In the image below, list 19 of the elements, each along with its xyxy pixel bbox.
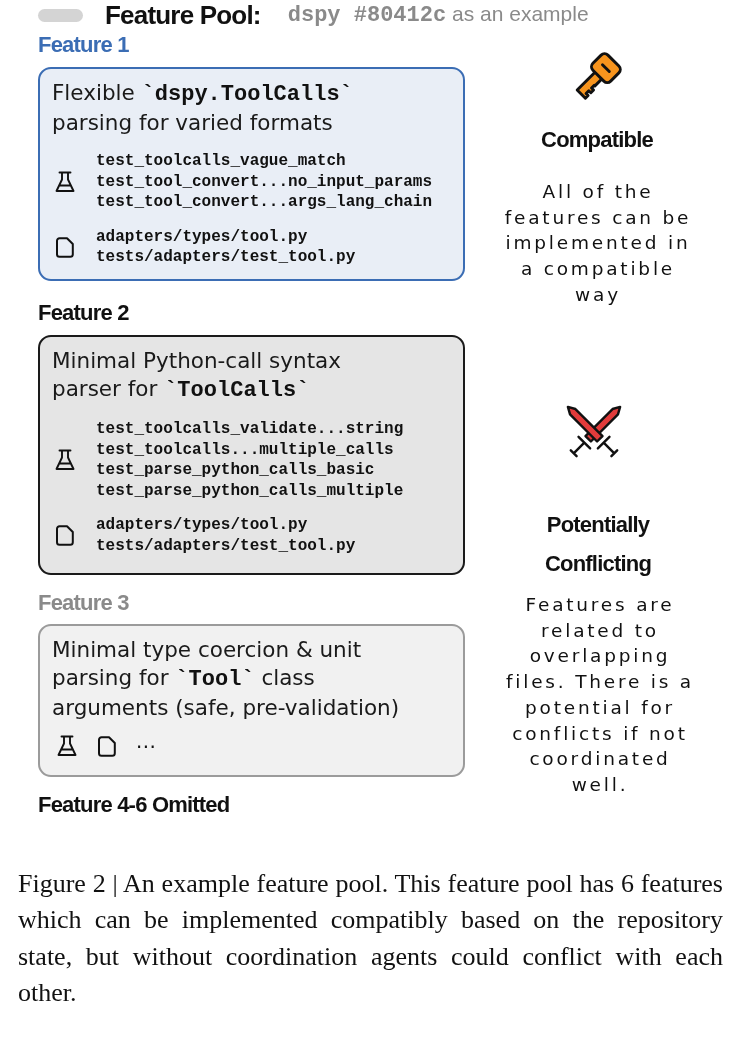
ellipsis: ⋯ [136,734,156,758]
diagram-title: Feature Pool: [105,0,261,30]
feature-description: Minimal Python-call syntax parser for `ToolCalls` [52,347,342,405]
status-heading: Compatible [540,126,654,154]
feature-heading: Feature 1 [38,31,129,59]
feature-heading: Feature 2 [38,299,129,327]
status-description: All of the features can be implemented in a compatible way [503,180,693,307]
feature-description: Flexible `dspy.ToolCalls` parsing for varied formats [52,79,354,137]
status-description: Features are related to overlapping files. There is a potential for conflicts if not coordinated well. [504,593,695,797]
test-list: test_toolcalls_validate...string test_toolcalls...multiple_calls test_parse_python_calls_basic test_parse_python_calls_multiple [96,419,404,501]
test-list: test_toolcalls_vague_match test_tool_convert...no_input_params test_tool_convert...args_lang_chain [96,151,433,213]
status-heading: Potentially Conflicting [543,511,653,578]
file-list: adapters/types/tool.py tests/adapters/test_tool.py [96,226,356,268]
omitted-note: Feature 4-6 Omitted [38,791,230,819]
file-list: adapters/types/tool.py tests/adapters/test_tool.py [96,515,356,556]
feature-heading: Feature 3 [38,589,129,617]
figure-caption: Figure 2 | An example feature pool. This feature pool has 6 features which can be implemented compatibly based on the repository state, but without coordination agents could conflict with each other. [18,868,723,1009]
subtitle: dspy #80412c as an example [287,1,589,30]
feature-description: Minimal type coercion & unit parsing for `Tool` class arguments (safe, pre-validation) [52,636,401,722]
